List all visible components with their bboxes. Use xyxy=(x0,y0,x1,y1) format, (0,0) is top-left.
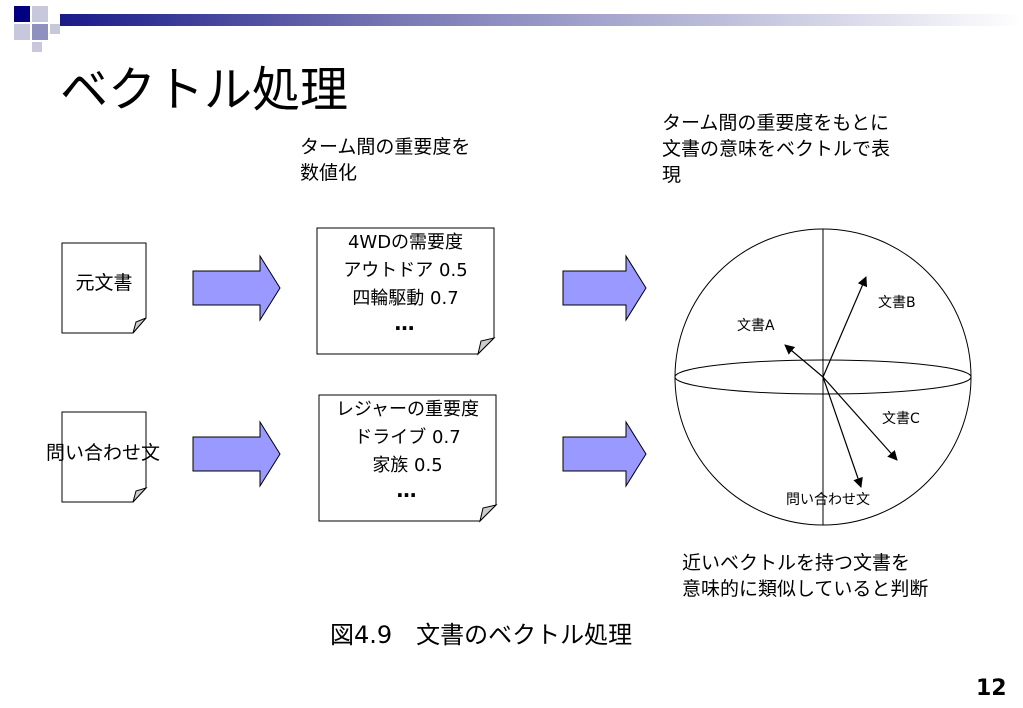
annotation-line: 現 xyxy=(662,164,682,186)
annotation-represent: ターム間の重要度をもとに 文書の意味をベクトルで表 現 xyxy=(662,110,890,188)
vector-query xyxy=(822,376,863,488)
card-line: 4WDの需要度 xyxy=(347,232,464,253)
ellipsis-dots: … xyxy=(396,478,419,502)
query-document-shape xyxy=(61,411,148,503)
annotation-line: 近いベクトルを持つ文書を xyxy=(682,552,911,574)
bottom-card-text: レジャーの重要度 ドライブ 0.7 家族 0.5 … xyxy=(319,396,496,500)
annotation-line: 数値化 xyxy=(300,162,358,184)
card-line: 家族 0.5 xyxy=(372,455,443,476)
ellipsis-dots: … xyxy=(394,311,417,335)
annotation-line: 意味的に類似していると判断 xyxy=(682,578,929,600)
card-line: レジャーの重要度 xyxy=(335,399,480,420)
vector-doc-a xyxy=(784,344,824,378)
arrow-right-icon xyxy=(562,254,647,322)
arrow-right-icon xyxy=(192,254,281,322)
annotation-line: ターム間の重要度を xyxy=(300,136,471,158)
annotation-line: ターム間の重要度をもとに xyxy=(662,112,890,134)
annotation-quantify: ターム間の重要度を 数値化 xyxy=(300,134,470,186)
vector-sphere xyxy=(674,228,972,526)
header-logo-squares xyxy=(14,6,60,52)
arrow-right-icon xyxy=(192,420,281,488)
top-card-text: 4WDの需要度 アウトドア 0.5 四輪駆動 0.7 … xyxy=(317,229,494,333)
card-line: ドライブ 0.7 xyxy=(354,427,461,448)
source-document-label: 元文書 xyxy=(75,272,133,294)
card-line: 四輪駆動 0.7 xyxy=(352,288,459,309)
annotation-line: 文書の意味をベクトルで表 xyxy=(662,138,891,160)
vector-label-doc-c: 文書C xyxy=(882,411,920,427)
bottom-card-shape xyxy=(318,394,498,523)
vector-doc-c xyxy=(822,376,898,461)
top-card-shape xyxy=(316,227,496,356)
page-number: 12 xyxy=(976,676,1007,701)
vector-doc-b xyxy=(822,276,868,378)
page-title: ベクトル処理 xyxy=(60,62,349,118)
header-gradient-bar xyxy=(60,14,1023,26)
vector-label-doc-a: 文書A xyxy=(737,318,775,334)
vector-label-doc-b: 文書B xyxy=(878,295,916,311)
card-line: アウトドア 0.5 xyxy=(343,260,468,281)
figure-caption: 図4.9 文書のベクトル処理 xyxy=(330,621,633,649)
query-document-label: 問い合わせ文 xyxy=(45,442,160,464)
arrow-right-icon xyxy=(562,420,647,488)
source-document-shape xyxy=(61,242,147,334)
annotation-judge: 近いベクトルを持つ文書を 意味的に類似していると判断 xyxy=(682,550,928,602)
vector-label-query: 問い合わせ文 xyxy=(786,492,870,508)
